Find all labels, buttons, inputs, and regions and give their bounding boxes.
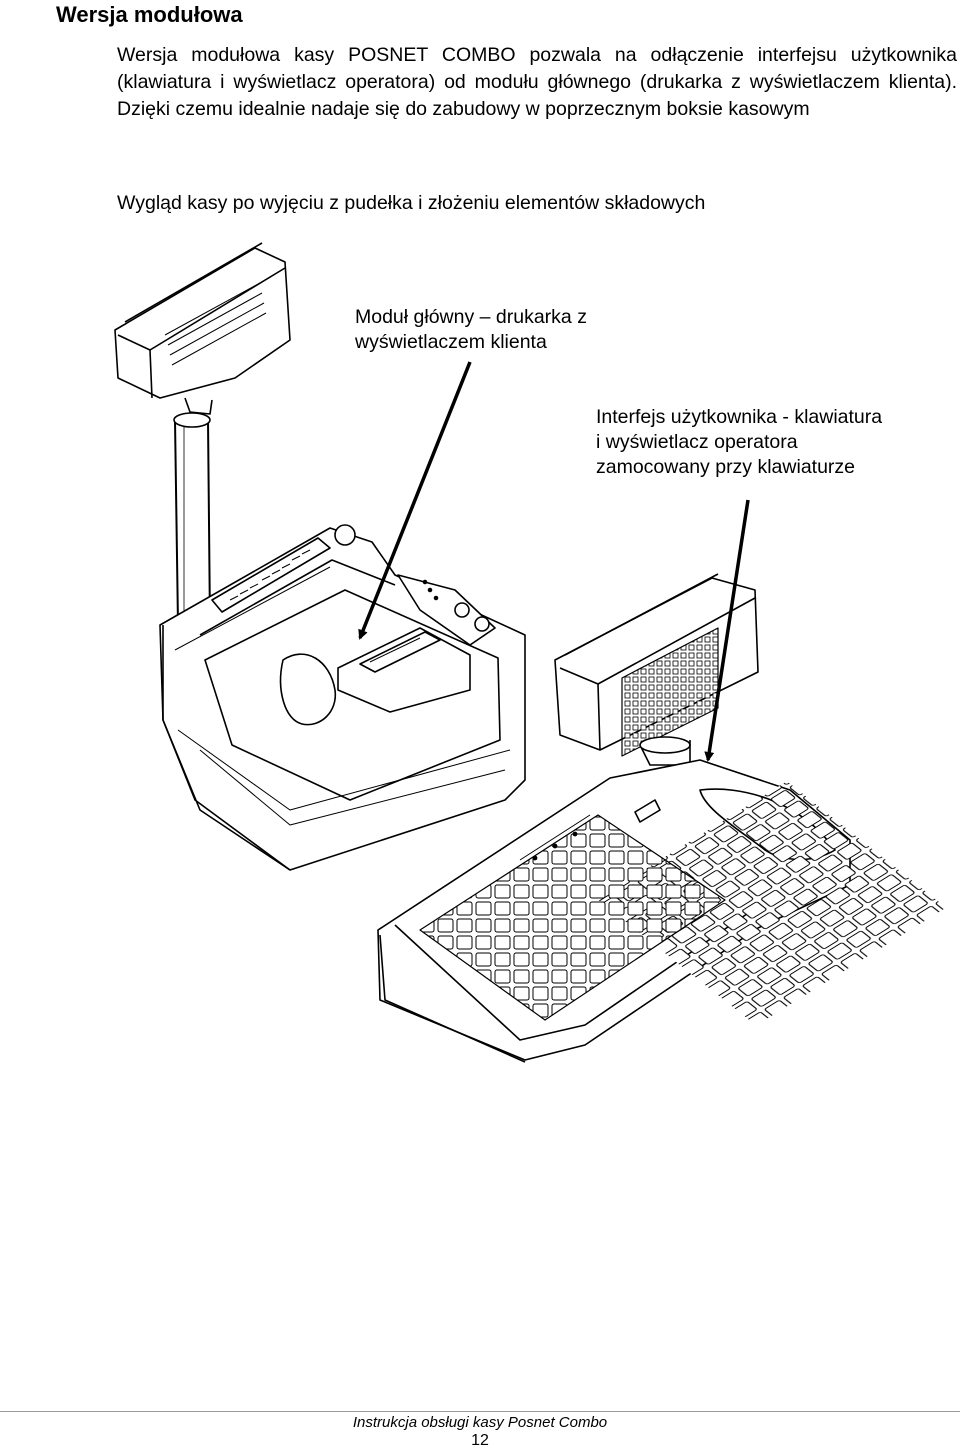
section-heading: Wersja modułowa	[56, 2, 243, 27]
intro-paragraph: Wersja modułowa kasy POSNET COMBO pozwal…	[117, 44, 957, 120]
figure-caption: Wygląd kasy po wyjęciu z pudełka i złoże…	[117, 192, 706, 214]
footer-title: Instrukcja obsługi kasy Posnet Combo	[352, 1414, 608, 1431]
callout-user-interface: Interfejs użytkownika - klawiatura i wyś…	[596, 406, 883, 478]
callout-main-module: Moduł główny – drukarka z wyświetlaczem …	[355, 306, 587, 353]
keyboard-module	[377, 573, 947, 1063]
main-module-printer	[114, 242, 526, 871]
footer-divider	[0, 1411, 960, 1412]
arrow-interface	[704, 499, 750, 762]
page-number: 12	[471, 1432, 489, 1449]
arrow-main-module	[358, 361, 472, 640]
callout-arrows	[358, 361, 750, 762]
